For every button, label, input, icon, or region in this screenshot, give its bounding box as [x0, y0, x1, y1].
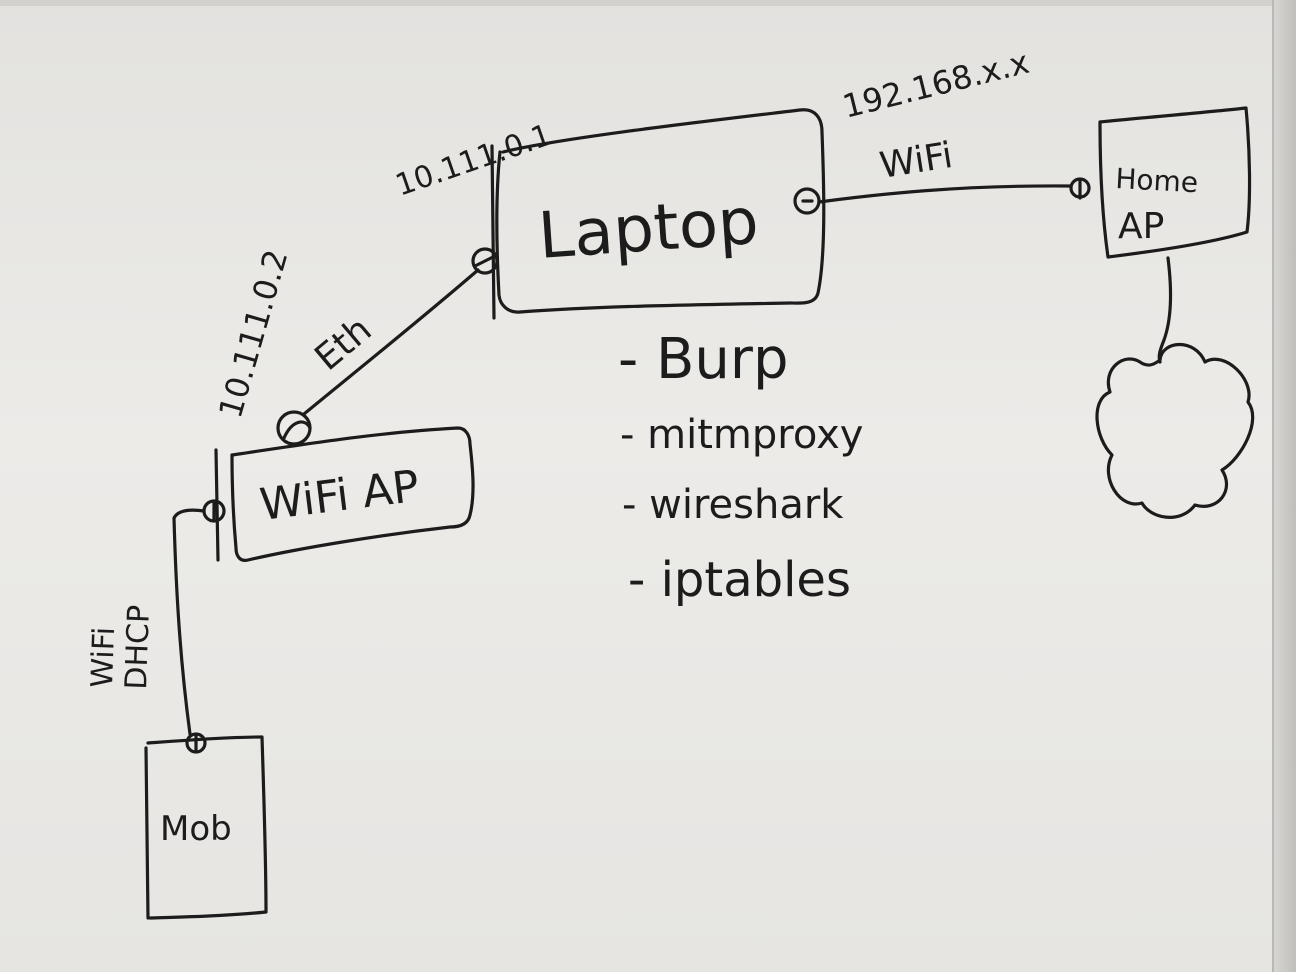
board-frame-top	[0, 0, 1296, 6]
home-wifi-link-label: WiFi	[877, 135, 955, 187]
laptop-node	[471, 108, 826, 320]
home-ap-label-line1: Home	[1115, 162, 1199, 199]
eth-link	[302, 268, 480, 416]
home-ap-label-line2: AP	[1118, 206, 1164, 247]
laptop-ip-label: 10.111.0.1	[391, 118, 556, 204]
tool-item-mitmproxy: - mitmproxy	[620, 412, 863, 458]
wifi-ap-box	[230, 426, 475, 562]
laptop-box	[495, 108, 826, 314]
home-to-cloud-link	[1157, 256, 1173, 364]
wifi-ap-ip-label: 10.111.0.2	[211, 245, 295, 422]
tool-item-wireshark: - wireshark	[622, 482, 844, 528]
laptop-label: Laptop	[536, 185, 761, 274]
wifi-ap-left-bracket	[214, 448, 220, 562]
wifi-ap-label: WiFi AP	[257, 461, 422, 531]
tool-item-burp: - Burp	[618, 327, 789, 392]
home-ap-box	[1098, 106, 1252, 259]
tool-item-iptables: - iptables	[628, 552, 851, 608]
wifi-ap-node	[202, 410, 475, 562]
laptop-home-wifi-link	[817, 184, 1072, 204]
mob-wifi-link	[172, 508, 206, 736]
laptop-box-left-bracket	[490, 144, 496, 320]
mob-wifi-link-label-line1: WiFi	[85, 626, 122, 688]
mob-box	[146, 735, 268, 920]
mob-node	[144, 732, 268, 920]
board-frame-right	[1272, 0, 1296, 972]
internet-cloud	[1095, 343, 1255, 519]
eth-link-label: Eth	[307, 309, 379, 379]
home-ip-label: 192.168.x.x	[839, 43, 1033, 126]
mob-label: Mob	[160, 809, 232, 849]
laptop-eth-port	[471, 247, 499, 275]
mob-box-left-edge	[144, 746, 150, 920]
home-ap-node	[1069, 106, 1252, 259]
wifi-ap-eth-port	[276, 410, 312, 446]
mob-wifi-link-label-line2: DHCP	[119, 604, 157, 690]
